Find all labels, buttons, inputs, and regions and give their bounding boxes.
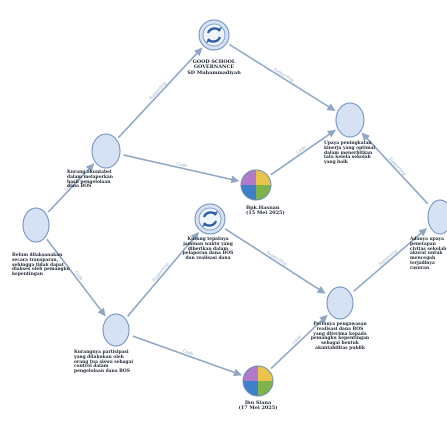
edge-label-10: Code xyxy=(291,334,303,345)
pie-icon-siana xyxy=(242,365,274,397)
node-kurang-akuntabel-icon xyxy=(91,133,121,169)
node-belum-label: Belum dilaksanakan secara transparan, se… xyxy=(12,253,70,277)
edge-label-7: Supporting xyxy=(151,262,170,283)
edge-label-9: Code xyxy=(182,348,194,356)
edge-title-n_upaya xyxy=(228,43,336,112)
node-title-label: GOOD SCHOOL GOVERNANCE SD Muhammadiyah xyxy=(187,59,241,76)
edge-n_belum-n_kurangnya xyxy=(46,238,106,317)
node-kurang-tepat-label: Kurang tepatnya jaminan waktu yang diber… xyxy=(182,237,234,261)
node-upaya-label: Upaya peningkatan kinerja yang optimal d… xyxy=(324,141,376,165)
node-belum-icon xyxy=(22,207,50,243)
edge-n_adanya-n_upaya xyxy=(361,132,429,205)
edge-label-11: Supporting xyxy=(377,248,398,267)
edge-label-3: Code xyxy=(295,144,307,154)
edge-n_kurang_tepat-n_perlunya xyxy=(224,228,326,294)
edge-n_perlunya-n_adanya xyxy=(353,228,428,292)
edge-n_kurang_akuntabel-title xyxy=(117,47,203,139)
edge-n_siana-n_perlunya xyxy=(270,314,328,370)
network-icon-middle xyxy=(194,203,226,235)
edge-n_kurangnya-n_kurang_tepat xyxy=(126,232,200,317)
node-siana-label: Ibu Siana (17 Mei 2025) xyxy=(238,400,278,412)
edge-n_kurangnya-n_siana xyxy=(132,335,242,377)
node-upaya-icon xyxy=(335,102,365,138)
node-adanya-icon xyxy=(427,199,447,235)
node-kurangnya-label: Kurangnya partisipasi yang dilakukan ole… xyxy=(74,350,133,374)
edge-n_belum-n_kurang_akuntabel xyxy=(47,163,95,213)
edge-label-6: Code xyxy=(74,270,85,282)
node-kurang-akuntabel-label: Kurang akuntabel dalam melaporkan hasil … xyxy=(67,170,113,190)
node-kurangnya-icon xyxy=(102,313,130,347)
node-hasnan-label: Bpk.Hasnan (15 Mei 2025) xyxy=(246,205,285,217)
edge-n_hasnan-n_upaya xyxy=(270,129,336,176)
edge-label-2: Code xyxy=(176,161,188,168)
node-adanya-label: Adanya upaya penetapan civitas sekolah a… xyxy=(410,237,447,271)
node-perlunya-icon xyxy=(326,286,354,320)
pie-icon-hasnan xyxy=(240,169,272,201)
edge-n_kurang_akuntabel-n_hasnan xyxy=(123,154,240,184)
edge-label-0: Supporting xyxy=(148,80,168,101)
network-icon-title xyxy=(198,19,230,51)
edge-label-5: Code xyxy=(63,180,74,192)
node-perlunya-label: Perlunya pengawasan realisasi dana BOS y… xyxy=(310,322,370,351)
